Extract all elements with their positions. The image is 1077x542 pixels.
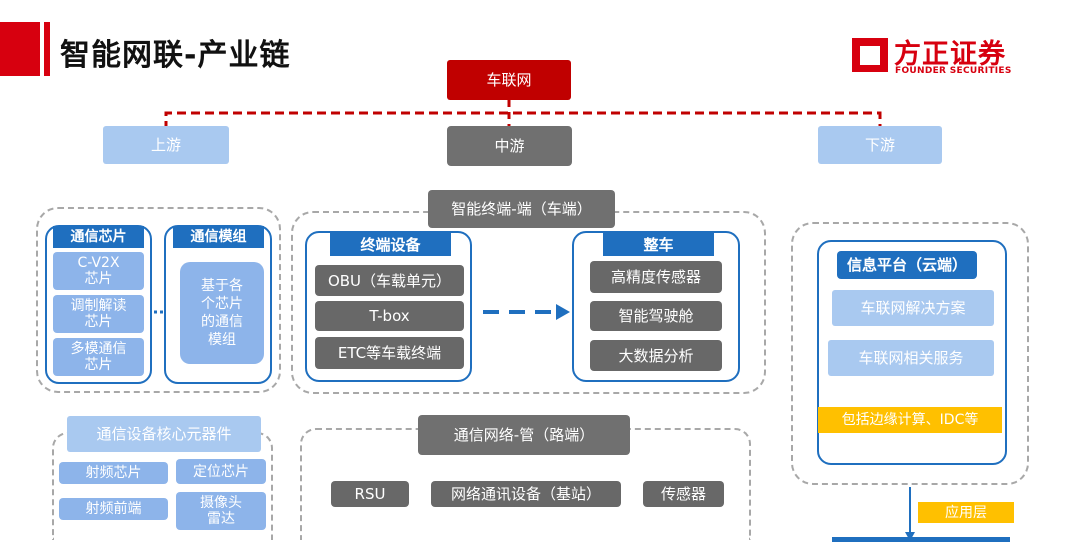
components-title: 通信设备核心元器件: [67, 416, 261, 452]
chips-title: 通信芯片: [53, 226, 144, 248]
terminal-header: 智能终端-端（车端）: [428, 190, 615, 228]
chip-modem: 调制解读 芯片: [53, 295, 144, 333]
logo-mark-inner: [860, 46, 880, 65]
component-rf-chip: 射频芯片: [59, 462, 168, 484]
chip-multimode: 多模通信 芯片: [53, 338, 144, 376]
downstream-group: [791, 222, 1029, 485]
platform-to-app-arrowhead: [905, 532, 915, 541]
tree-connector: [164, 111, 882, 130]
app-layer-label: 应用层: [918, 502, 1014, 523]
vehicle-cockpit: 智能驾驶舱: [590, 301, 722, 331]
vehicle-sensor: 高精度传感器: [590, 261, 722, 293]
downstream-node: 下游: [818, 126, 942, 164]
page-title: 智能网联-产业链: [60, 38, 291, 73]
platform-solutions: 车联网解决方案: [832, 290, 994, 326]
platform-title: 信息平台（云端）: [837, 251, 977, 279]
edge-computing-note: 包括边缘计算、IDC等: [818, 407, 1002, 433]
device-obu: OBU（车载单元）: [315, 265, 464, 296]
network-header: 通信网络-管（路端）: [418, 415, 630, 455]
device-to-vehicle-arrowhead: [556, 304, 570, 320]
header-accent-bar: [0, 22, 40, 76]
header-accent-stripe: [44, 22, 50, 76]
midstream-node: 中游: [447, 126, 572, 166]
logo-name: 方正证券: [894, 39, 1006, 70]
component-positioning-chip: 定位芯片: [176, 459, 266, 484]
network-base-station: 网络通讯设备（基站）: [431, 481, 621, 507]
component-camera-radar: 摄像头 雷达: [176, 492, 266, 530]
component-rf-frontend: 射频前端: [59, 498, 168, 520]
network-sensor: 传感器: [643, 481, 724, 507]
upstream-group: [36, 207, 281, 393]
device-etc: ETC等车载终端: [315, 337, 464, 369]
network-rsu: RSU: [331, 481, 409, 507]
upstream-node: 上游: [103, 126, 229, 164]
platform-services: 车联网相关服务: [828, 340, 994, 376]
module-body: 基于各 个芯片 的通信 模组: [180, 262, 264, 364]
vehicle-bigdata: 大数据分析: [590, 340, 722, 371]
module-title: 通信模组: [173, 226, 264, 248]
logo-subtitle: FOUNDER SECURITIES: [895, 66, 1012, 76]
device-tbox: T-box: [315, 301, 464, 331]
vehicle-title: 整车: [603, 233, 714, 256]
root-node: 车联网: [447, 60, 571, 100]
chip-cv2x: C-V2X 芯片: [53, 252, 144, 290]
device-title: 终端设备: [330, 233, 451, 256]
app-layer-box: [832, 537, 1010, 542]
